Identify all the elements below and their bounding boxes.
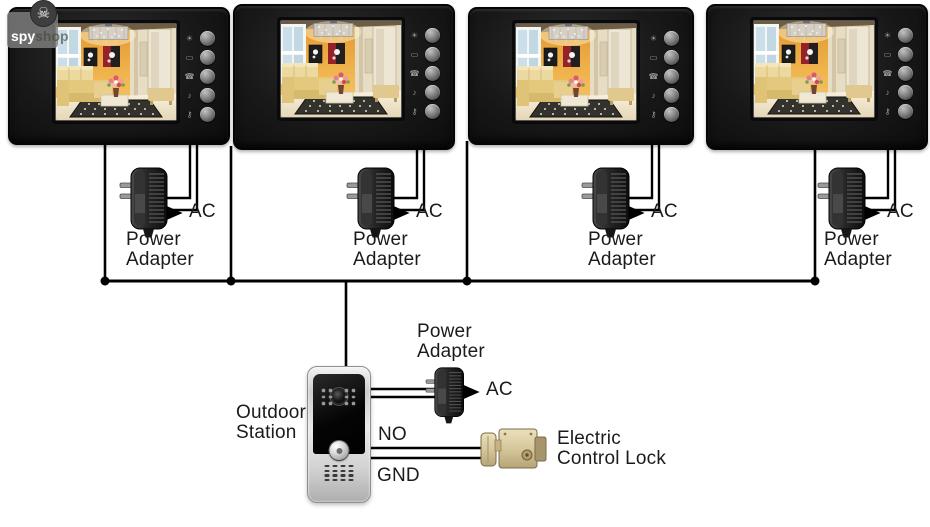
camera-lens-icon xyxy=(332,390,346,403)
power-adapter-label-3: Power Adapter xyxy=(588,229,656,270)
power-adapter-label-outdoor: Power Adapter xyxy=(417,321,485,362)
unlock-icon: ⚷ xyxy=(411,107,418,116)
ir-led-array-right xyxy=(345,389,356,405)
talk-icon: ☎ xyxy=(409,69,420,78)
unlock-button xyxy=(898,104,913,119)
power-adapter-4 xyxy=(817,167,866,239)
monitor-button-panel: ☀ ▭ ☎ ♪ ⚷ xyxy=(184,31,215,122)
monitor3-power-wiring xyxy=(623,140,661,222)
talk-icon: ☎ xyxy=(184,72,195,81)
monitor-icon: ▭ xyxy=(883,50,892,59)
skull-icon: ☠ xyxy=(30,0,57,27)
indoor-monitor-3: ☀ ▭ ☎ ♪ ⚷ xyxy=(468,7,694,145)
monitor-button xyxy=(425,47,440,62)
electric-control-lock xyxy=(480,428,547,469)
menu-button xyxy=(425,28,440,43)
brightness-icon: ☀ xyxy=(883,31,892,40)
monitor1-power-wiring xyxy=(161,140,199,222)
menu-button xyxy=(200,31,215,46)
brightness-icon: ☀ xyxy=(410,31,419,40)
gnd-terminal-label: GND xyxy=(377,465,420,486)
unlock-button xyxy=(664,107,679,122)
speaker-grille-icon xyxy=(324,465,354,482)
monitor-button xyxy=(200,50,215,65)
spyshop-logo-text: spyshop xyxy=(11,28,69,44)
indoor-monitor-2: ☀ ▭ ☎ ♪ ⚷ xyxy=(233,4,455,150)
power-adapter-1 xyxy=(119,167,168,239)
talk-button xyxy=(664,69,679,84)
monitor2-power-wiring xyxy=(388,140,426,222)
power-adapter-label-2: Power Adapter xyxy=(353,229,421,270)
ac-label-2: AC xyxy=(416,201,443,222)
unlock-button xyxy=(200,107,215,122)
brightness-icon: ☀ xyxy=(185,34,194,43)
volume-icon: ♪ xyxy=(885,88,890,97)
monitor-icon: ▭ xyxy=(410,50,419,59)
monitor-button-panel: ☀ ▭ ☎ ♪ ⚷ xyxy=(648,31,679,122)
talk-icon: ☎ xyxy=(882,69,893,78)
volume-icon: ♪ xyxy=(187,91,192,100)
talk-button xyxy=(898,66,913,81)
unlock-icon: ⚷ xyxy=(884,107,891,116)
spyshop-watermark: ☠ spyshop xyxy=(7,0,69,48)
power-adapter-3 xyxy=(581,167,630,239)
electric-control-lock-label: Electric Control Lock xyxy=(557,428,667,469)
unlock-icon: ⚷ xyxy=(650,110,657,119)
outdoor-station-label: Outdoor Station xyxy=(236,402,307,443)
power-adapter-label-4: Power Adapter xyxy=(824,229,892,270)
monitor-screen xyxy=(754,21,874,117)
volume-button xyxy=(425,85,440,100)
bus-junction-dots xyxy=(100,276,820,286)
indoor-monitor-4: ☀ ▭ ☎ ♪ ⚷ xyxy=(706,4,928,150)
monitor-button-panel: ☀ ▭ ☎ ♪ ⚷ xyxy=(409,28,440,119)
volume-button xyxy=(664,88,679,103)
volume-icon: ♪ xyxy=(651,91,656,100)
monitor4-power-wiring xyxy=(859,140,897,222)
unlock-icon: ⚷ xyxy=(186,110,193,119)
ac-label-outdoor: AC xyxy=(486,379,513,400)
volume-button xyxy=(200,88,215,103)
monitor-screen xyxy=(56,24,176,120)
monitor-icon: ▭ xyxy=(649,53,658,62)
menu-button xyxy=(898,28,913,43)
ac-label-1: AC xyxy=(189,201,216,222)
monitor-screen xyxy=(516,24,636,120)
monitor-icon: ▭ xyxy=(185,53,194,62)
ir-led-array-left xyxy=(322,389,333,405)
unlock-button xyxy=(425,104,440,119)
brightness-icon: ☀ xyxy=(649,34,658,43)
talk-icon: ☎ xyxy=(648,72,659,81)
volume-icon: ♪ xyxy=(412,88,417,97)
call-button xyxy=(329,441,349,460)
monitor-button xyxy=(664,50,679,65)
menu-button xyxy=(664,31,679,46)
monitor-button xyxy=(898,47,913,62)
talk-button xyxy=(200,69,215,84)
power-adapter-label-1: Power Adapter xyxy=(126,229,194,270)
ac-label-4: AC xyxy=(887,201,914,222)
talk-button xyxy=(425,66,440,81)
volume-button xyxy=(898,85,913,100)
power-adapter-2 xyxy=(346,167,395,239)
station-power-wiring xyxy=(371,383,480,401)
lock-wiring xyxy=(371,446,481,460)
no-terminal-label: NO xyxy=(378,424,407,445)
monitor-screen xyxy=(281,21,401,117)
ac-label-3: AC xyxy=(651,201,678,222)
power-adapter-outdoor xyxy=(425,367,465,424)
monitor-button-panel: ☀ ▭ ☎ ♪ ⚷ xyxy=(882,28,913,119)
outdoor-station xyxy=(307,366,371,503)
